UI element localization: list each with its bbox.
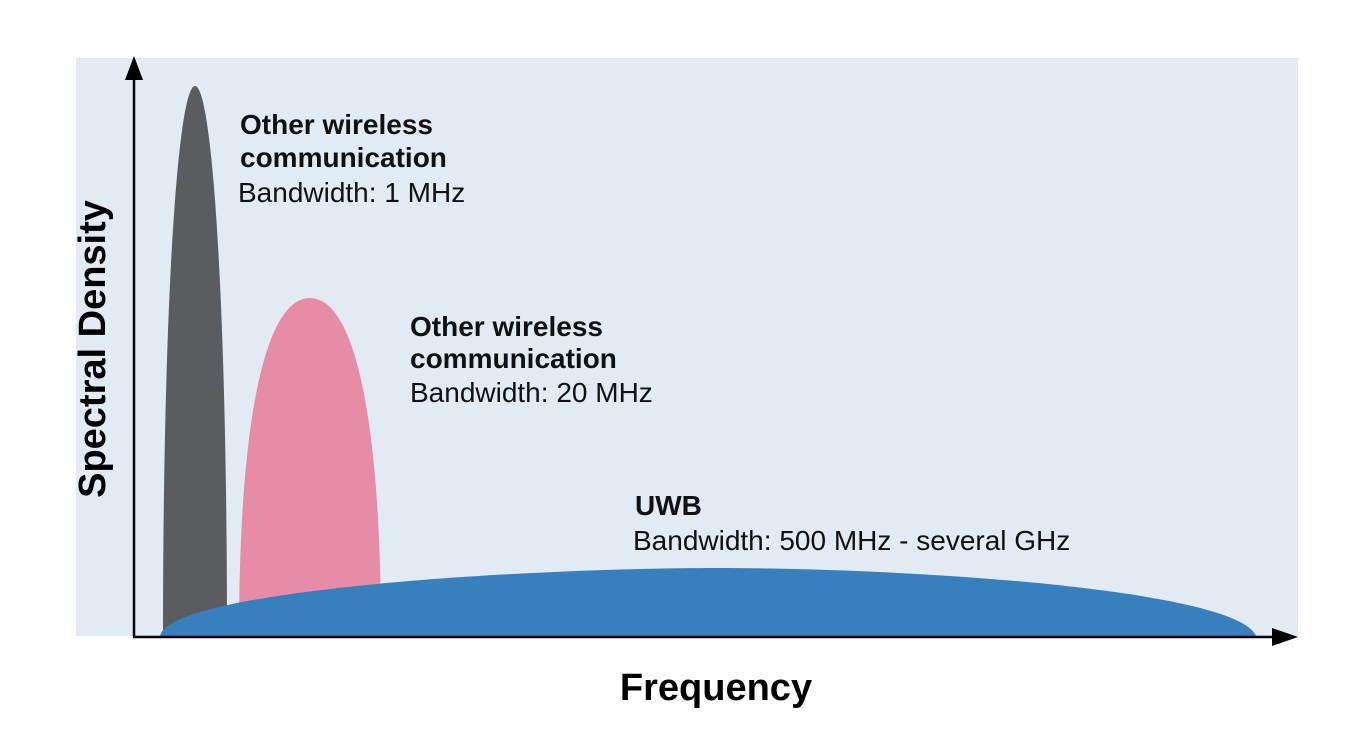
narrow-band-bandwidth: Bandwidth: 1 MHz (238, 177, 465, 208)
y-axis-title: Spectral Density (72, 200, 114, 498)
narrow-band-title-line1: Other wireless (240, 109, 433, 140)
narrow-band-shape (163, 86, 227, 636)
mid-band-shape (239, 298, 381, 636)
x-axis-title: Frequency (620, 667, 812, 709)
y-axis-arrow (125, 56, 143, 80)
narrow-band-title-line2: communication (240, 142, 447, 173)
uwb-bandwidth: Bandwidth: 500 MHz - several GHz (633, 525, 1070, 556)
mid-band-bandwidth: Bandwidth: 20 MHz (410, 377, 653, 408)
mid-band-title-line1: Other wireless (410, 311, 603, 342)
uwb-title: UWB (635, 490, 702, 521)
x-axis-arrow (1272, 628, 1298, 646)
mid-band-title-line2: communication (410, 343, 617, 374)
uwb-band-shape (160, 568, 1256, 636)
